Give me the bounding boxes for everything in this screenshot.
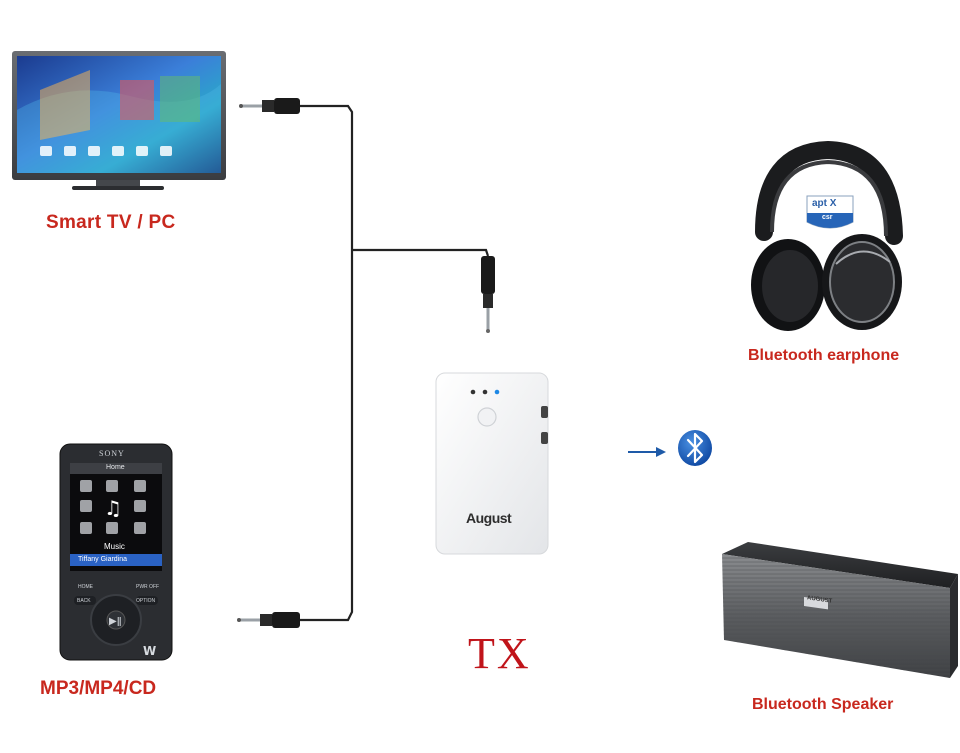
music-note-icon: ♫ xyxy=(104,496,122,520)
audio-cables xyxy=(300,104,490,622)
player-home-button-label: HOME xyxy=(78,584,93,590)
aptx-badge xyxy=(806,195,854,229)
player-home-text: Home xyxy=(106,464,125,471)
aptx-badge-top-text: apt X xyxy=(812,198,837,209)
player-pwr-button-label: PWR OFF xyxy=(136,584,160,590)
game-icon xyxy=(112,146,124,156)
player-menu-icons xyxy=(80,480,146,534)
player-menu-text: Music xyxy=(104,542,125,551)
settings-icon xyxy=(160,146,172,156)
smart-tv-image xyxy=(12,51,226,190)
music-icon xyxy=(64,146,76,156)
headphones-image xyxy=(751,140,903,331)
web-icon xyxy=(136,146,148,156)
player-brand-text: SONY xyxy=(99,449,125,458)
transmitter-jack-connector xyxy=(481,256,495,333)
player-track-text: Tiffany Giardina xyxy=(78,556,128,563)
transmitter-brand-text: August xyxy=(466,510,512,526)
walkman-logo-icon: W xyxy=(143,644,156,658)
bluetooth-signal xyxy=(628,430,712,466)
player-option-button-label: OPTION xyxy=(136,598,156,604)
player-back-button-label: BACK xyxy=(77,598,91,604)
tv-jack-connector xyxy=(239,98,300,114)
tx-label: TX xyxy=(468,629,531,678)
photo-icon xyxy=(88,146,100,156)
bluetooth-speaker-label: Bluetooth Speaker xyxy=(752,696,894,713)
movie-icon xyxy=(40,146,52,156)
power-button-icon xyxy=(477,407,497,427)
mp3-mp4-cd-label: MP3/MP4/CD xyxy=(40,678,157,699)
aptx-badge-bottom-text: csr xyxy=(822,214,833,221)
bluetooth-earphone-label: Bluetooth earphone xyxy=(748,347,900,364)
tv-app-icons xyxy=(40,146,172,156)
bluetooth-speaker-image xyxy=(722,542,958,678)
mp3-jack-connector xyxy=(237,612,300,628)
bluetooth-transmitter-image xyxy=(435,372,549,555)
play-pause-icon: ▶ǁ xyxy=(109,616,122,627)
smart-tv-pc-label: Smart TV / PC xyxy=(46,212,176,233)
mp3-player-image: ♫ ▶ǁ W xyxy=(59,443,173,661)
